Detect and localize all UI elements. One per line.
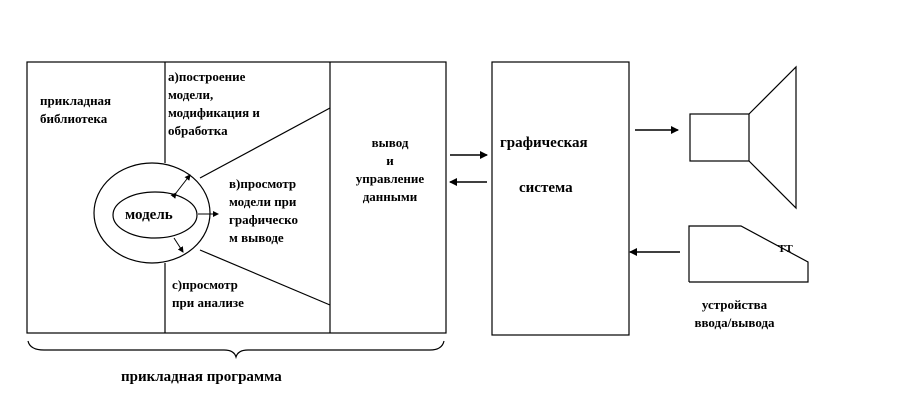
- data-io-label-line-3: управление: [355, 171, 425, 186]
- data-io-label-line-2: и: [386, 153, 394, 168]
- model-arrow-down: [173, 237, 184, 253]
- cone-lower-line: [199, 249, 331, 306]
- construction-label-line-4: обработка: [168, 123, 228, 138]
- keyboard-keys-label: TT: [778, 243, 793, 255]
- model-label: модель: [125, 207, 173, 223]
- library-label-line-1: прикладная: [40, 93, 112, 108]
- graphics-system-label-line-1: графическая: [500, 135, 588, 151]
- display-device-cone: [748, 65, 797, 210]
- cone-upper-line: [199, 107, 331, 179]
- view-analysis-label-line-1: с)просмотр: [172, 277, 238, 292]
- graphics-system-box: [491, 61, 630, 336]
- view-analysis-label-line-2: при анализе: [172, 295, 244, 310]
- data-io-label: вывод и управление данными: [340, 134, 440, 206]
- data-io-label-line-4: данными: [362, 189, 418, 204]
- keyboard-device: [688, 225, 809, 283]
- model-arrow-up: [170, 174, 191, 199]
- view-graphic-label-line-4: м выводе: [229, 230, 284, 245]
- application-program-box: [26, 61, 447, 334]
- data-io-label-line-1: вывод: [371, 135, 409, 150]
- construction-label-line-1: а)построение: [168, 69, 246, 84]
- io-devices-label: устройства ввода/вывода: [672, 296, 797, 332]
- construction-label-line-3: модификация и: [168, 105, 260, 120]
- display-device-body: [689, 113, 750, 162]
- view-graphic-label-line-2: модели при: [229, 194, 297, 209]
- library-label-line-2: библиотека: [40, 111, 108, 126]
- view-graphic-label: в)просмотр модели при графическо м вывод…: [229, 175, 298, 247]
- graphics-system-label-line-2: система: [519, 180, 573, 196]
- view-graphic-label-line-1: в)просмотр: [229, 176, 297, 191]
- model-inner-ellipse: [112, 191, 198, 239]
- construction-label: а)построение модели, модификация и обраб…: [168, 68, 260, 140]
- construction-label-line-2: модели,: [168, 87, 214, 102]
- io-devices-label-line-1: устройства: [701, 297, 768, 312]
- application-program-label: прикладная программа: [121, 369, 282, 385]
- io-devices-label-line-2: ввода/вывода: [694, 315, 775, 330]
- view-analysis-label: с)просмотр при анализе: [172, 276, 244, 312]
- application-program-brace: [27, 340, 445, 360]
- view-graphic-label-line-3: графическо: [229, 212, 298, 227]
- library-label: прикладная библиотека: [40, 92, 111, 128]
